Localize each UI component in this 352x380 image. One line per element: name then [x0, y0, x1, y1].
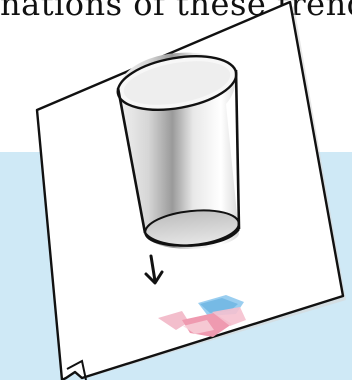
illustration-svg [0, 0, 352, 380]
page-scene: nations of these trends [0, 0, 352, 380]
